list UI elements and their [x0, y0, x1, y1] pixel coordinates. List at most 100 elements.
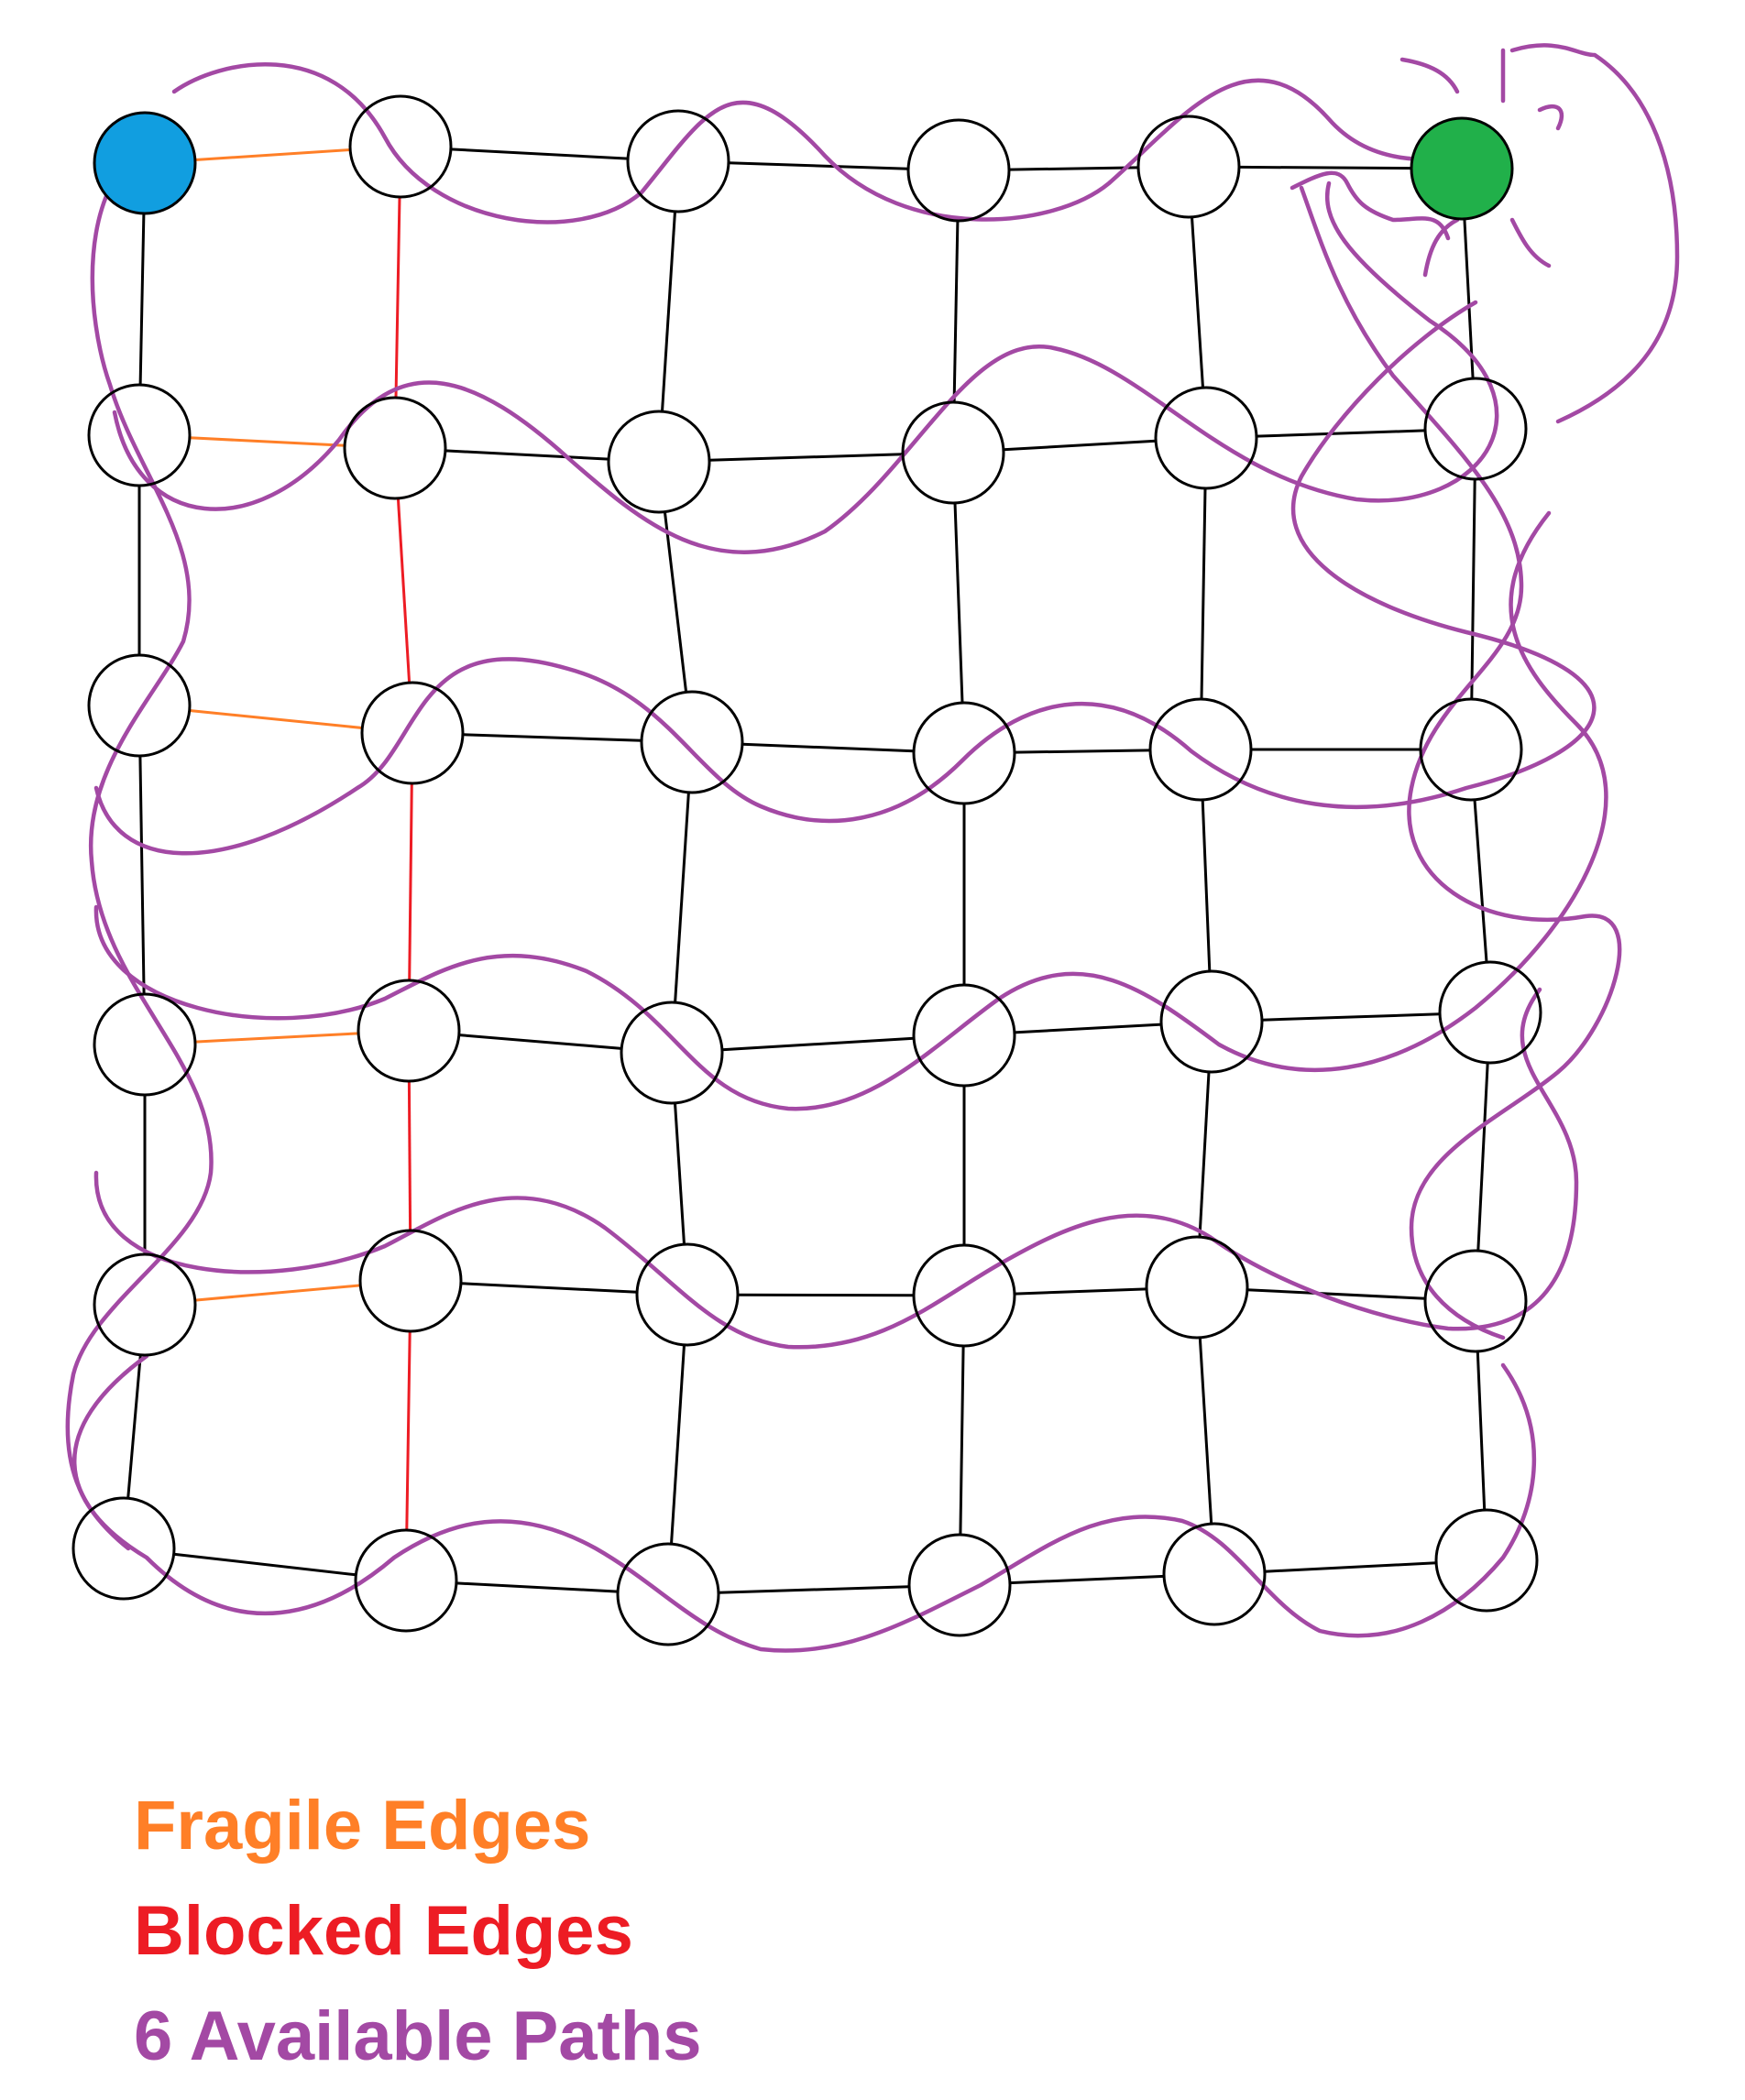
node-4-2: [635, 1242, 740, 1347]
edge-3-5-to-4-5: [1476, 1062, 1489, 1252]
node-2-4: [1148, 697, 1253, 802]
edge-5-4-to-5-5: [1264, 1561, 1437, 1573]
node-3-1: [357, 979, 461, 1083]
node-0-4: [1136, 115, 1241, 219]
edge-2-0-to-3-0: [138, 755, 146, 995]
node-2-1: [360, 681, 465, 785]
node-4-1: [358, 1229, 463, 1333]
blocked-edge-3-1-to-4-1: [407, 1080, 412, 1231]
path-row-3: [93, 300, 1597, 856]
blocked-edge-2-1-to-3-1: [408, 782, 413, 981]
node-0-2: [626, 109, 730, 213]
node-3-4: [1159, 969, 1264, 1074]
edge-4-4-to-5-4: [1198, 1337, 1213, 1525]
edge-3-2-to-4-2: [674, 1102, 686, 1245]
fragile-edge-4-0-to-4-1: [194, 1284, 361, 1302]
node-4-0: [93, 1252, 197, 1357]
goal-node: [1410, 116, 1514, 221]
edge-3-1-to-3-2: [458, 1034, 622, 1050]
node-2-3: [912, 701, 1016, 805]
edge-5-1-to-5-2: [455, 1581, 619, 1593]
legend-available-paths: 6 Available Paths: [134, 1997, 702, 2075]
blocked-edge-0-1-to-1-1: [394, 196, 401, 399]
node-2-5: [1419, 697, 1523, 802]
edge-3-3-to-3-4: [1014, 1023, 1162, 1034]
edge-layer: [126, 148, 1489, 1594]
fragile-edge-2-0-to-2-1: [189, 709, 363, 729]
edge-2-4-to-3-4: [1201, 799, 1212, 972]
edge-1-4-to-1-5: [1256, 429, 1426, 438]
fragile-edge-0-0-to-0-1: [194, 148, 351, 161]
fragile-edge-1-0-to-1-1: [189, 436, 346, 447]
path-row-1: [171, 61, 1465, 224]
edge-4-4-to-4-5: [1246, 1288, 1426, 1300]
edge-1-4-to-2-4: [1200, 487, 1207, 700]
edge-2-2-to-2-3: [741, 742, 915, 753]
edge-0-5-to-1-5: [1463, 218, 1475, 379]
legend-fragile-edges: Fragile Edges: [134, 1787, 591, 1865]
node-5-0: [71, 1496, 176, 1601]
edge-0-3-to-0-4: [1008, 166, 1139, 171]
path-arrow-b: [1290, 170, 1552, 278]
edge-4-2-to-4-3: [737, 1293, 915, 1297]
start-node: [93, 111, 197, 215]
edge-1-2-to-2-2: [663, 511, 688, 693]
node-5-4: [1162, 1522, 1267, 1626]
path-right-loop: [1299, 185, 1622, 1340]
edge-4-3-to-5-3: [959, 1345, 965, 1536]
node-1-4: [1154, 386, 1258, 490]
path-row-6: [72, 1353, 1536, 1653]
path-layer: [65, 43, 1680, 1653]
node-4-4: [1145, 1235, 1249, 1340]
edge-2-5-to-3-5: [1473, 799, 1488, 963]
node-1-1: [343, 396, 447, 500]
node-3-3: [912, 983, 1016, 1088]
node-3-5: [1438, 960, 1542, 1065]
blocked-edge-4-1-to-5-1: [405, 1330, 412, 1531]
edge-3-4-to-4-4: [1198, 1071, 1211, 1238]
node-3-2: [620, 1001, 724, 1105]
edge-1-3-to-2-3: [953, 502, 964, 704]
path-row-5: [93, 987, 1579, 1350]
node-5-2: [616, 1542, 720, 1646]
edge-1-2-to-1-3: [708, 453, 904, 462]
grid-diagram: [65, 43, 1680, 1653]
node-5-5: [1434, 1508, 1539, 1613]
edge-1-3-to-1-4: [1003, 439, 1157, 452]
node-5-3: [907, 1533, 1012, 1637]
blocked-edge-1-1-to-2-1: [396, 498, 412, 684]
node-1-5: [1423, 377, 1528, 481]
edge-4-3-to-4-4: [1014, 1287, 1147, 1296]
edge-1-5-to-2-5: [1470, 478, 1476, 700]
edge-2-2-to-3-2: [674, 792, 690, 1003]
node-0-3: [906, 118, 1011, 223]
edge-4-5-to-5-5: [1476, 1351, 1487, 1511]
edge-4-2-to-5-2: [670, 1344, 686, 1545]
edge-0-0-to-1-0: [138, 213, 146, 386]
edge-2-3-to-2-4: [1014, 749, 1151, 754]
edge-0-3-to-1-3: [952, 220, 960, 403]
edge-0-4-to-1-4: [1191, 216, 1204, 388]
edge-0-2-to-1-2: [661, 211, 676, 412]
path-arrow-a: [1399, 43, 1680, 424]
node-4-3: [912, 1243, 1016, 1348]
edge-0-1-to-0-2: [450, 148, 629, 160]
node-4-5: [1423, 1249, 1528, 1353]
node-5-1: [354, 1528, 458, 1633]
legend-blocked-edges: Blocked Edges: [134, 1892, 633, 1970]
node-1-3: [901, 400, 1005, 505]
edge-3-2-to-3-3: [721, 1036, 915, 1052]
node-layer: [71, 94, 1542, 1646]
path-left-loop: [65, 135, 214, 1551]
path-row-2: [112, 180, 1499, 554]
node-2-0: [87, 653, 192, 758]
node-1-2: [607, 410, 711, 514]
edge-1-1-to-1-2: [444, 449, 609, 461]
edge-4-1-to-4-2: [460, 1282, 638, 1294]
node-1-0: [87, 383, 192, 487]
edge-0-2-to-0-3: [728, 161, 909, 170]
edge-4-0-to-5-0: [126, 1354, 142, 1499]
edge-5-2-to-5-3: [718, 1585, 910, 1594]
edge-5-0-to-5-1: [173, 1552, 357, 1577]
edge-3-4-to-3-5: [1261, 1012, 1441, 1022]
